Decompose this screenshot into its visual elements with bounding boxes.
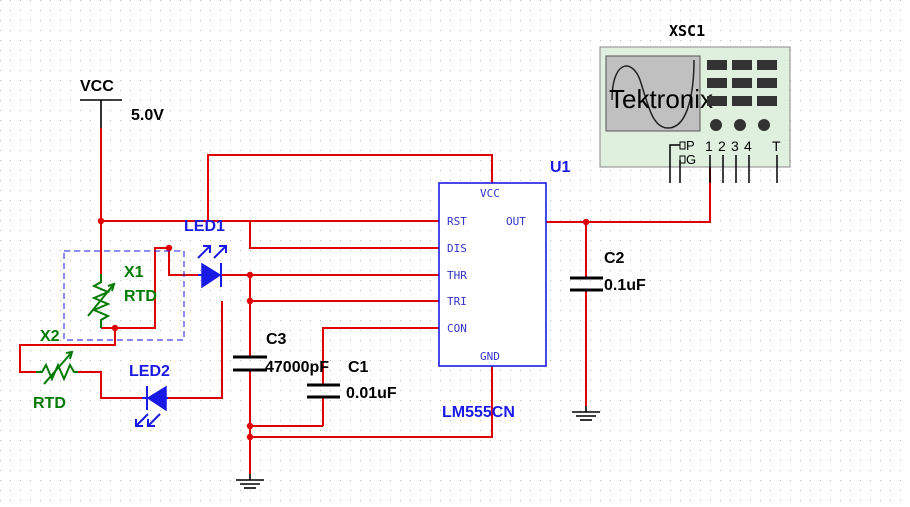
scope-terminal-p: P (686, 138, 695, 153)
u1-part: LM555CN (442, 404, 515, 421)
led2[interactable]: LED2 (129, 363, 170, 427)
c2-value: 0.1uF (604, 277, 646, 294)
ground-right (572, 406, 600, 421)
scope-terminal-g: G (686, 152, 696, 167)
u1-pin-rst: RST (447, 215, 467, 228)
led1[interactable]: LED1 (184, 218, 227, 289)
u1-pin-gnd: GND (480, 350, 500, 363)
vcc-value: 5.0V (131, 107, 164, 124)
c3-value: 47000pF (265, 359, 329, 376)
u1-ref: U1 (550, 159, 571, 176)
scope-terminal-1: 1 (705, 138, 713, 154)
scope-brand: Tektronix (609, 84, 713, 114)
scope-terminal-2: 2 (718, 138, 726, 154)
u1-pin-thr: THR (447, 269, 467, 282)
capacitor-c1[interactable]: C1 0.01uF (307, 359, 397, 402)
x1-ref: X1 (124, 264, 144, 281)
vcc-supply[interactable]: VCC 5.0V (80, 78, 164, 128)
junction-dots (97, 217, 590, 441)
led1-ref: LED1 (184, 218, 225, 235)
scope-terminal-4: 4 (744, 138, 752, 154)
led2-ref: LED2 (129, 363, 170, 380)
scope-ref: XSC1 (669, 22, 705, 40)
u1-pin-tri: TRI (447, 295, 467, 308)
scope-terminal-t: T (772, 138, 781, 154)
oscilloscope-xsc1[interactable]: XSC1 Tektronix P G 1 2 3 4 T (599, 22, 791, 183)
c2-ref: C2 (604, 250, 625, 267)
vcc-label: VCC (80, 78, 114, 95)
ground-left (236, 474, 264, 489)
rtd-x1[interactable]: X1 RTD (63, 250, 185, 341)
c1-value: 0.01uF (346, 385, 397, 402)
ic-u1-lm555[interactable]: VCC RST OUT DIS THR TRI CON GND U1 LM555… (438, 159, 571, 421)
c1-ref: C1 (348, 359, 369, 376)
c3-ref: C3 (266, 331, 287, 348)
scope-buttons (707, 60, 777, 131)
x2-type: RTD (33, 395, 66, 412)
capacitor-c3[interactable]: C3 47000pF (233, 331, 329, 376)
x2-ref: X2 (40, 328, 60, 345)
scope-terminal-3: 3 (731, 138, 739, 154)
u1-pin-dis: DIS (447, 242, 467, 255)
scope-waveform (611, 59, 695, 129)
wires (19, 128, 711, 474)
rtd-x1-boundary (63, 250, 185, 341)
u1-pin-out: OUT (506, 215, 526, 228)
x1-type: RTD (124, 288, 157, 305)
rtd-x2[interactable]: X2 RTD (33, 328, 78, 412)
capacitor-c2[interactable]: C2 0.1uF (570, 250, 646, 294)
u1-pin-vcc: VCC (480, 187, 500, 200)
u1-pin-con: CON (447, 322, 467, 335)
scope-leads (669, 144, 778, 183)
